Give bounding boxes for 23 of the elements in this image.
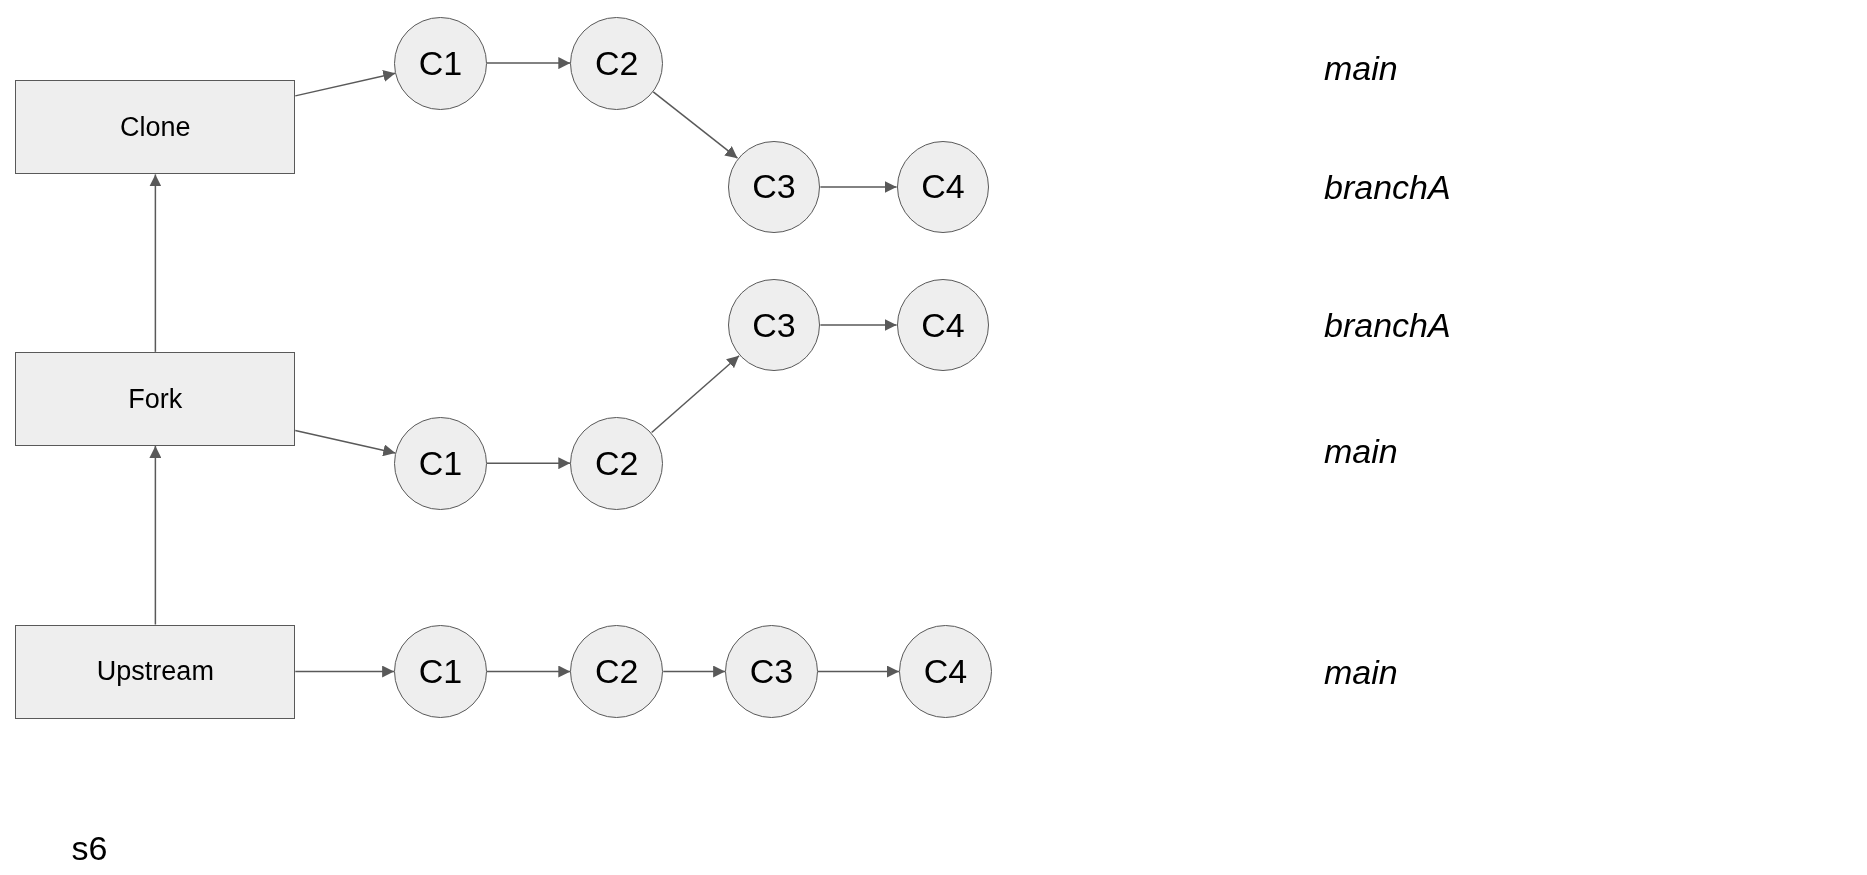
arrow bbox=[652, 91, 739, 159]
arrow bbox=[486, 665, 572, 678]
arrow bbox=[149, 445, 162, 626]
slide-label: s6 bbox=[71, 830, 108, 865]
arrow bbox=[149, 173, 162, 353]
arrow bbox=[819, 319, 898, 332]
arrow bbox=[819, 180, 898, 193]
repository-box: Fork bbox=[15, 351, 296, 446]
arrow bbox=[662, 665, 726, 678]
arrow bbox=[650, 354, 740, 434]
arrow bbox=[294, 70, 396, 97]
arrow bbox=[817, 665, 900, 678]
branch-label: main bbox=[1324, 434, 1398, 469]
arrow bbox=[294, 429, 396, 457]
branch-label: main bbox=[1324, 50, 1398, 85]
repository-box: Upstream bbox=[15, 624, 296, 719]
repository-box: Clone bbox=[15, 80, 296, 175]
arrow bbox=[294, 665, 395, 678]
branch-label: branchA bbox=[1324, 169, 1451, 204]
branch-label: branchA bbox=[1324, 308, 1451, 343]
branch-label: main bbox=[1324, 654, 1398, 689]
arrow bbox=[486, 457, 572, 470]
arrow bbox=[486, 57, 572, 70]
